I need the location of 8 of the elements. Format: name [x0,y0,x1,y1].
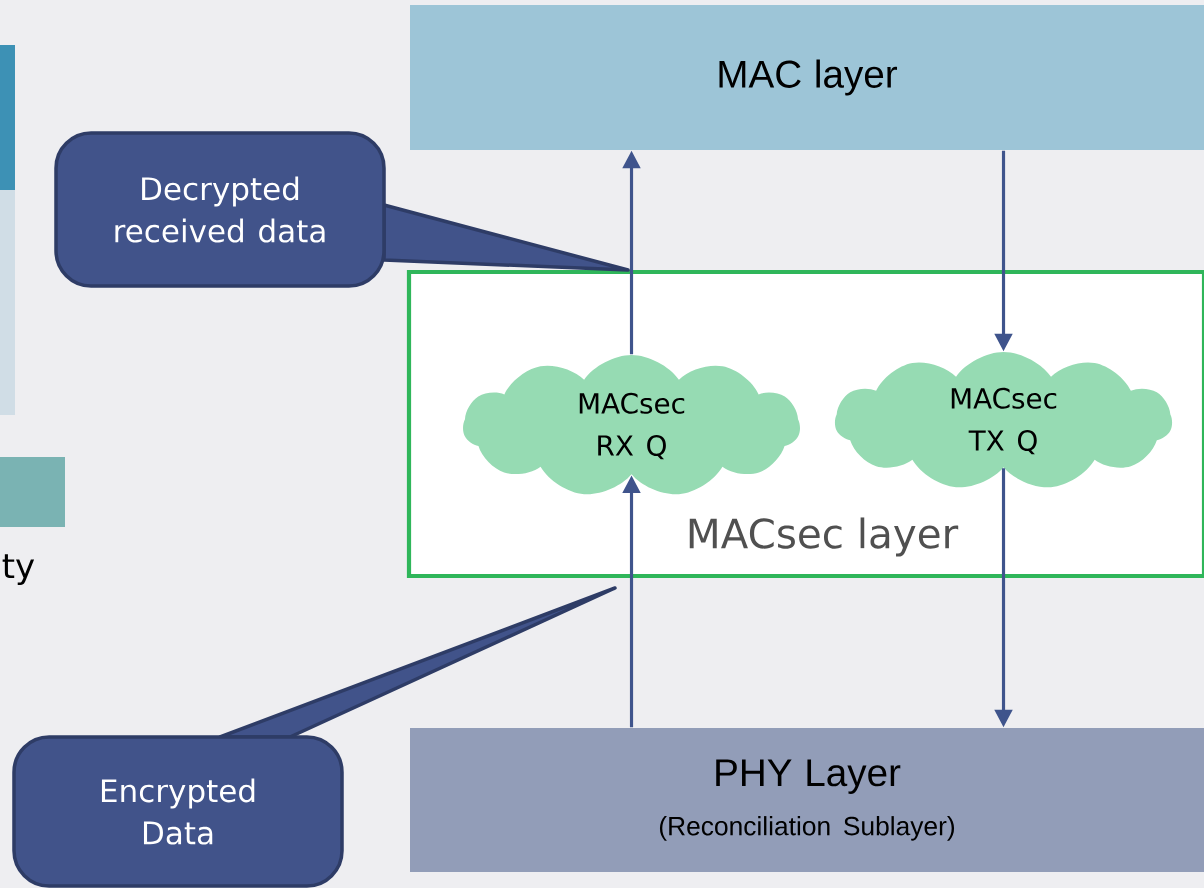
cropped-text: ty [2,554,35,586]
queue-cloud: MACsec TX Q [834,352,1173,488]
queue-cloud: MACsec RX Q [463,355,800,495]
node-label: Encrypted Data [101,778,255,845]
callout-box: Decrypted received data [54,131,630,288]
callout-box: Encrypted Data [12,586,617,888]
layer-box: PHY Layer (Reconciliation Sublayer) [410,728,1204,872]
layer-box: MAC layer [410,5,1204,150]
